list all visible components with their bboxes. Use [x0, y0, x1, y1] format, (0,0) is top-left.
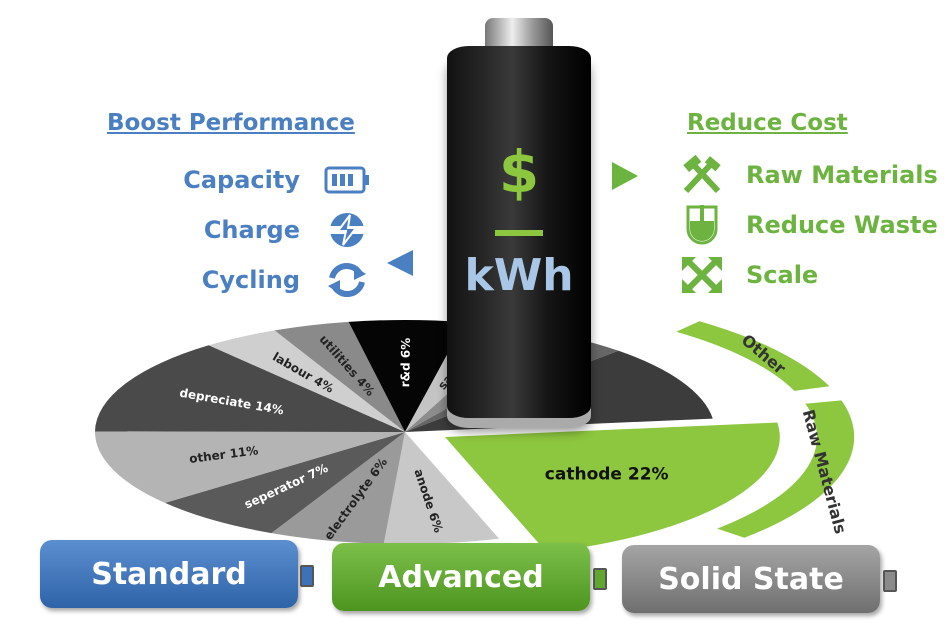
ring-segment-raw-materials [717, 400, 855, 538]
kwh-label: kWh [464, 250, 574, 301]
advanced-nub [593, 568, 607, 590]
capacity-row: Capacity [150, 155, 370, 205]
cycling-row: Cycling [150, 255, 370, 305]
fraction-bar [495, 230, 543, 236]
battery-graphic: $ kWh [447, 18, 591, 418]
charge-row: Charge [150, 205, 370, 255]
pie-slice [95, 345, 405, 432]
raw-materials-label: Raw Materials [746, 161, 938, 189]
solid-state-button[interactable]: Solid State [622, 545, 880, 613]
scale-arrows-icon [682, 257, 722, 293]
pie-slice-label: cathode 22% [545, 465, 669, 485]
capacity-label: Capacity [183, 166, 300, 194]
scale-row: Scale [680, 250, 938, 300]
reduce-cost-heading: Reduce Cost [687, 110, 848, 136]
charge-label: Charge [203, 216, 300, 244]
ring-segment-other [676, 321, 830, 391]
pie-slice [165, 432, 405, 534]
pie-slice [383, 432, 500, 545]
charge-icon [326, 213, 368, 247]
cycle-icon [328, 262, 366, 298]
advanced-button[interactable]: Advanced [332, 543, 590, 611]
left-arrow-icon [387, 250, 413, 276]
right-arrow-icon [612, 162, 638, 190]
cycling-label: Cycling [201, 266, 300, 294]
raw-materials-row: Raw Materials [680, 150, 938, 200]
solid-state-label: Solid State [658, 561, 844, 597]
beaker-icon [686, 205, 718, 245]
pie-slice [271, 432, 405, 544]
standard-label: Standard [91, 556, 247, 592]
solid-state-nub [883, 570, 897, 592]
pie-slice [274, 321, 405, 432]
advanced-label: Advanced [378, 559, 544, 595]
tools-icon [683, 155, 721, 194]
scale-label: Scale [746, 261, 819, 289]
pie-slice [208, 330, 405, 432]
pie-slice [445, 422, 780, 553]
battery-icon [324, 166, 369, 194]
pie-slice-label: r&d 6% [398, 338, 413, 388]
pie-slice [348, 320, 465, 432]
reduce-waste-row: Reduce Waste [680, 200, 938, 250]
reduce-waste-label: Reduce Waste [746, 211, 938, 239]
boost-performance-heading: Boost Performance [107, 110, 355, 136]
dollar-sign: $ [498, 138, 540, 206]
standard-button[interactable]: Standard [40, 540, 298, 608]
pie-slice [95, 431, 405, 503]
standard-nub [300, 565, 314, 587]
